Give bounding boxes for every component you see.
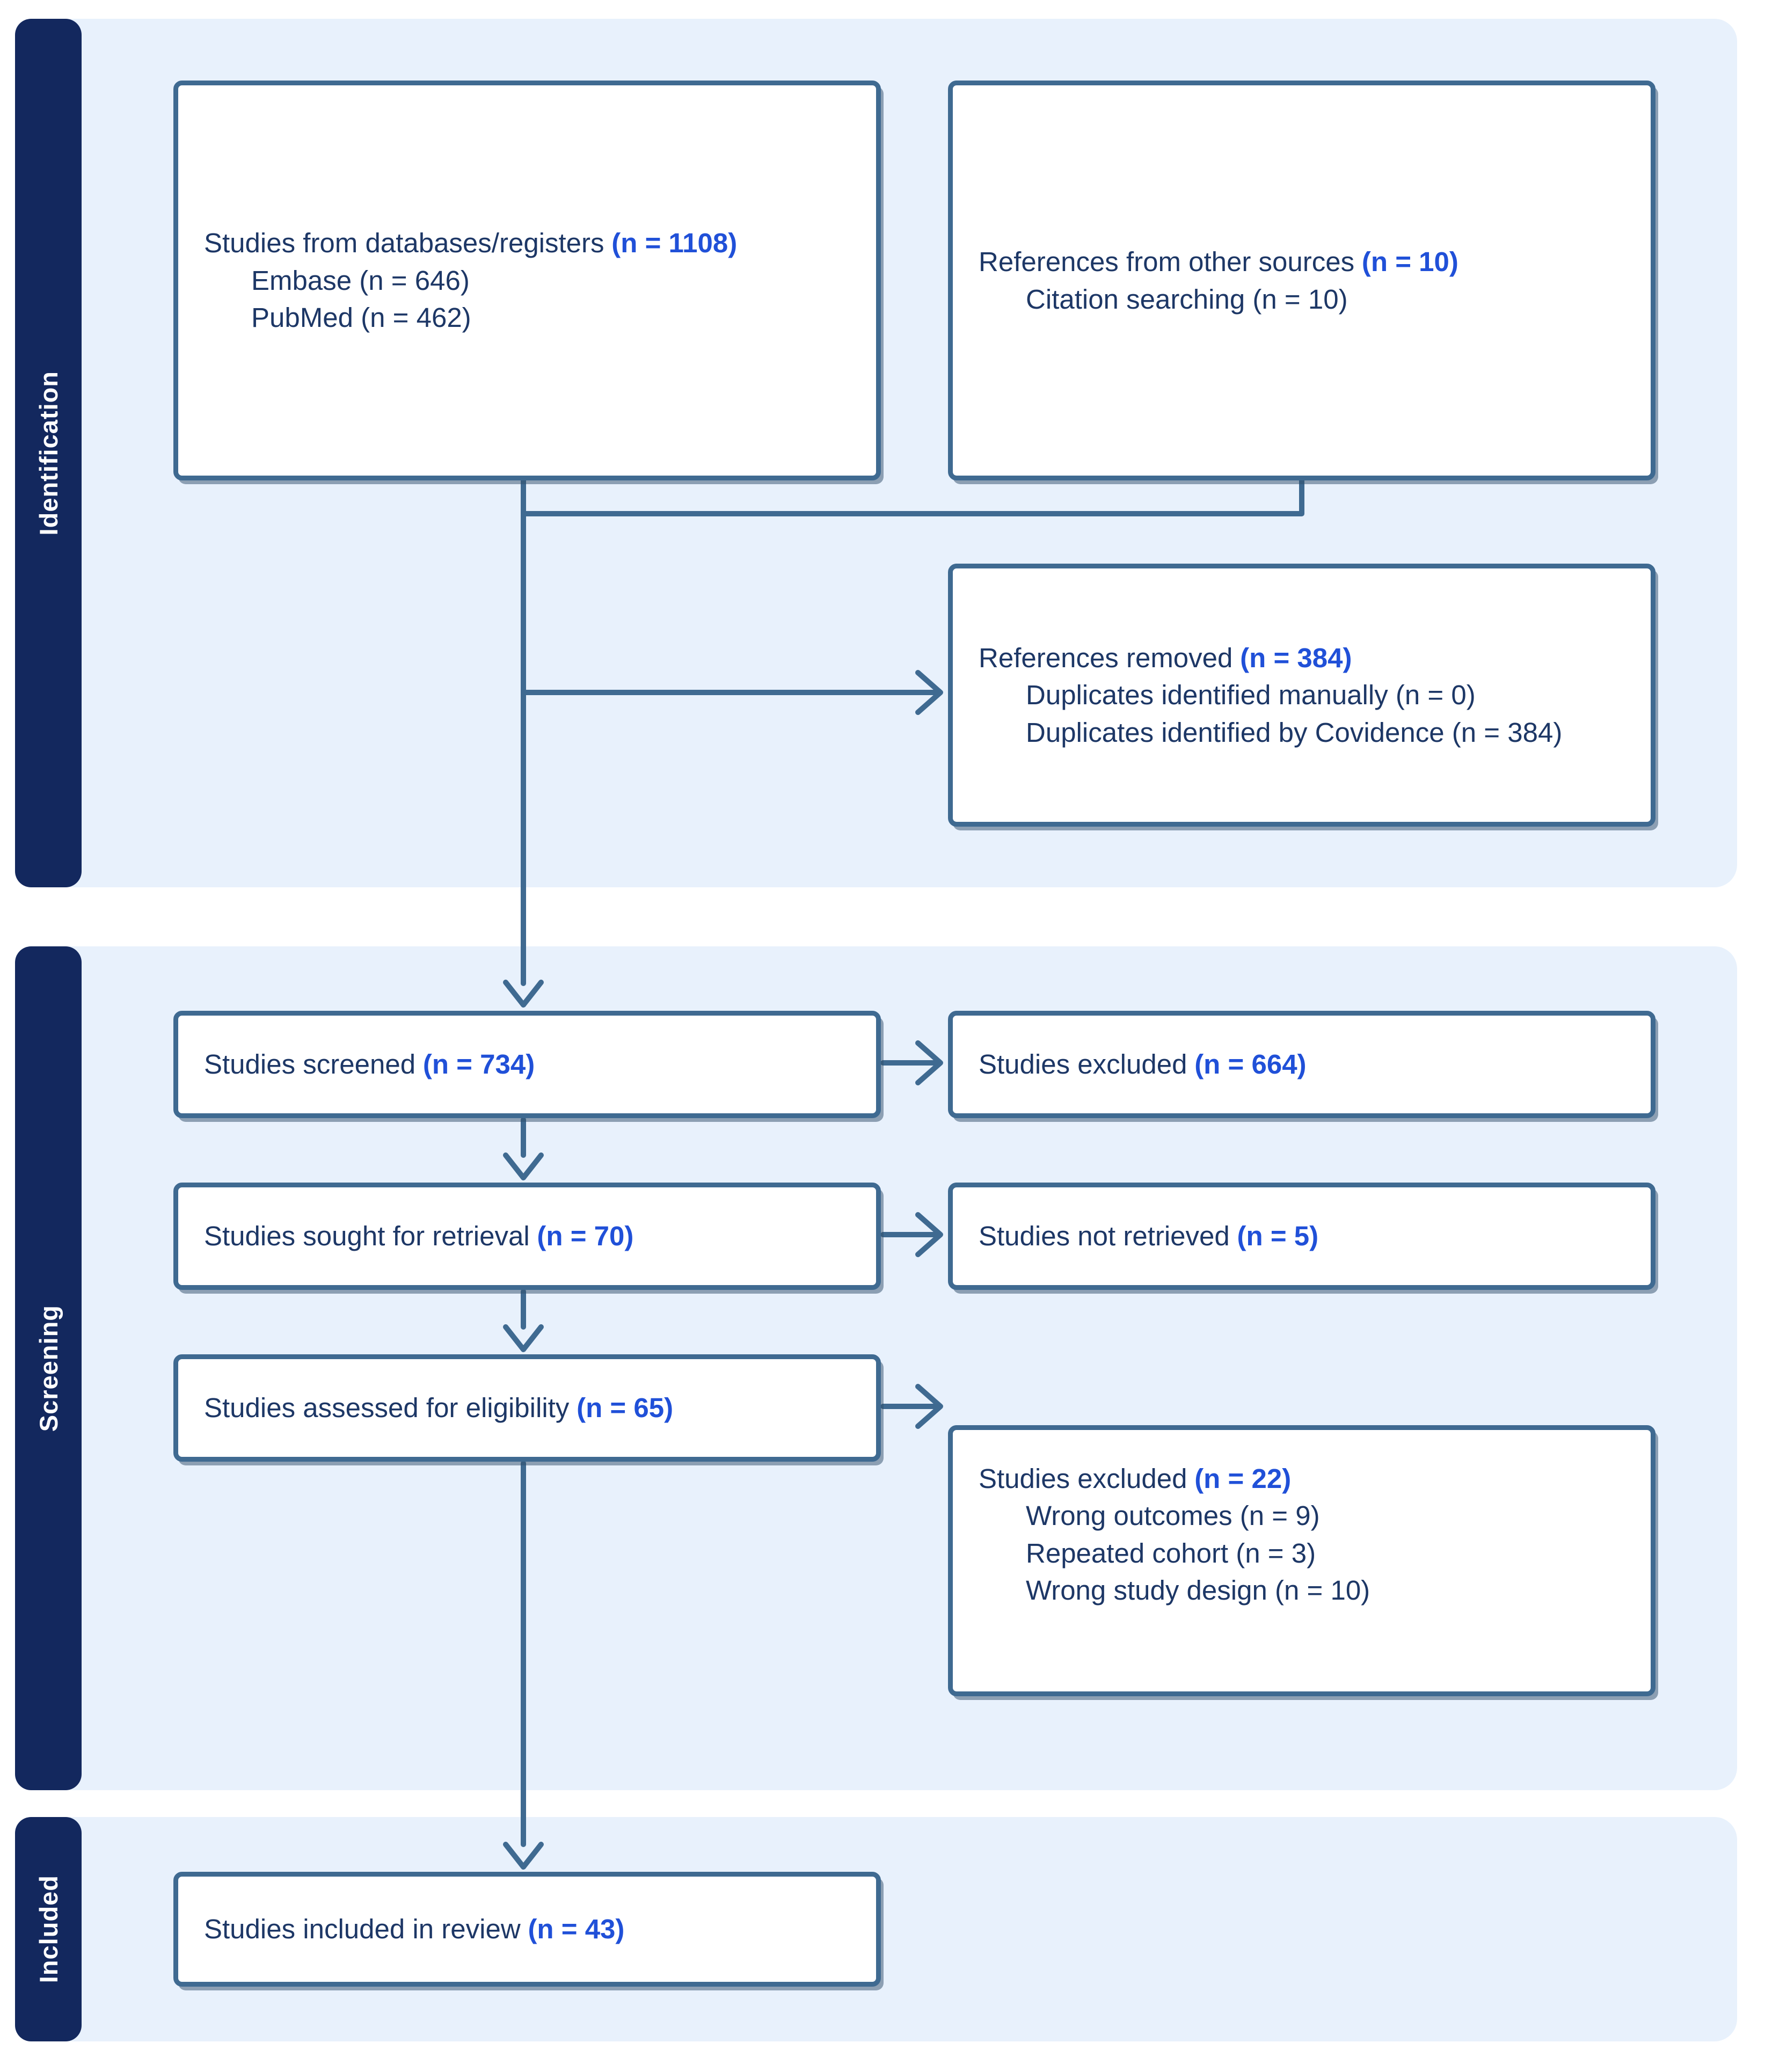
box-title-line: Studies from databases/registers(n = 110…	[204, 224, 857, 261]
box-sub-item: Wrong outcomes (n = 9)	[1026, 1500, 1320, 1531]
box-title: Studies not retrieved	[979, 1221, 1230, 1252]
box-count: (n = 22)	[1194, 1463, 1292, 1494]
box-title: Studies from databases/registers	[204, 228, 604, 259]
arrowhead-right-not-retrieved	[915, 1212, 943, 1257]
arrowhead-down-included	[503, 1842, 544, 1870]
screening-stage-bar: Screening	[15, 946, 82, 1790]
box-sub-item: Wrong study design (n = 10)	[1026, 1575, 1370, 1606]
box-count: (n = 1108)	[611, 228, 738, 259]
identification-stage-bar: Identification	[15, 19, 82, 887]
arrowhead-down-screened	[503, 980, 544, 1008]
box-studies-not-retrieved: Studies not retrieved(n = 5)	[948, 1183, 1655, 1290]
box-title-line: Studies screened(n = 734)	[204, 1046, 857, 1083]
box-studies-screened: Studies screened(n = 734)	[173, 1011, 881, 1118]
box-studies-assessed-eligibility: Studies assessed for eligibility(n = 65)	[173, 1354, 881, 1462]
box-title-line: Studies assessed for eligibility(n = 65)	[204, 1389, 857, 1426]
box-sub-item: Embase (n = 646)	[251, 265, 470, 296]
box-count: (n = 384)	[1240, 642, 1352, 673]
box-sub-item: PubMed (n = 462)	[251, 302, 471, 333]
box-title: Studies screened	[204, 1049, 416, 1080]
box-references-removed: References removed(n = 384) Duplicates i…	[948, 564, 1655, 827]
arrowhead-right-excluded-eligibility	[915, 1384, 943, 1429]
box-sub-item: Repeated cohort (n = 3)	[1026, 1537, 1316, 1568]
box-count: (n = 5)	[1237, 1221, 1319, 1252]
box-title-line: Studies excluded(n = 664)	[979, 1046, 1631, 1083]
box-sub-item: Citation searching (n = 10)	[1026, 283, 1348, 315]
box-count: (n = 734)	[422, 1049, 535, 1080]
box-title: Studies assessed for eligibility	[204, 1392, 570, 1424]
box-studies-excluded-screening: Studies excluded(n = 664)	[948, 1011, 1655, 1118]
box-title: References removed	[979, 642, 1233, 673]
box-sub-item: Duplicates identified manually (n = 0)	[1026, 680, 1476, 711]
box-title: Studies excluded	[979, 1049, 1187, 1080]
box-studies-included-review: Studies included in review(n = 43)	[173, 1872, 881, 1987]
box-title-line: Studies not retrieved(n = 5)	[979, 1217, 1631, 1254]
box-count: (n = 65)	[577, 1392, 674, 1424]
box-count: (n = 664)	[1194, 1049, 1307, 1080]
box-studies-from-databases: Studies from databases/registers(n = 110…	[173, 81, 881, 480]
arrowhead-right-excluded-screening	[915, 1040, 943, 1085]
included-stage-bar: Included	[15, 1817, 82, 2041]
box-title: References from other sources	[979, 246, 1355, 278]
box-title-line: Studies included in review(n = 43)	[204, 1910, 857, 1947]
box-studies-sought-retrieval: Studies sought for retrieval(n = 70)	[173, 1183, 881, 1290]
connector-other-sources-merge-line	[523, 478, 1304, 516]
box-title-line: Studies excluded(n = 22)	[979, 1460, 1631, 1497]
box-title: Studies excluded	[979, 1463, 1187, 1494]
arrowhead-down-assessed	[503, 1324, 544, 1352]
box-title: Studies sought for retrieval	[204, 1221, 530, 1252]
arrowhead-down-sought	[503, 1152, 544, 1180]
box-count: (n = 70)	[537, 1221, 634, 1252]
box-count: (n = 43)	[528, 1914, 625, 1945]
box-count: (n = 10)	[1361, 246, 1458, 278]
arrowhead-right-references-removed	[915, 670, 943, 715]
box-sub-item: Duplicates identified by Covidence (n = …	[1026, 717, 1563, 748]
box-title-line: References removed(n = 384)	[979, 639, 1631, 676]
box-title-line: Studies sought for retrieval(n = 70)	[204, 1217, 857, 1254]
box-title: Studies included in review	[204, 1914, 521, 1945]
box-title-line: References from other sources(n = 10)	[979, 243, 1631, 280]
box-references-other-sources: References from other sources(n = 10) Ci…	[948, 81, 1655, 480]
box-studies-excluded-eligibility: Studies excluded(n = 22) Wrong outcomes …	[948, 1425, 1655, 1696]
